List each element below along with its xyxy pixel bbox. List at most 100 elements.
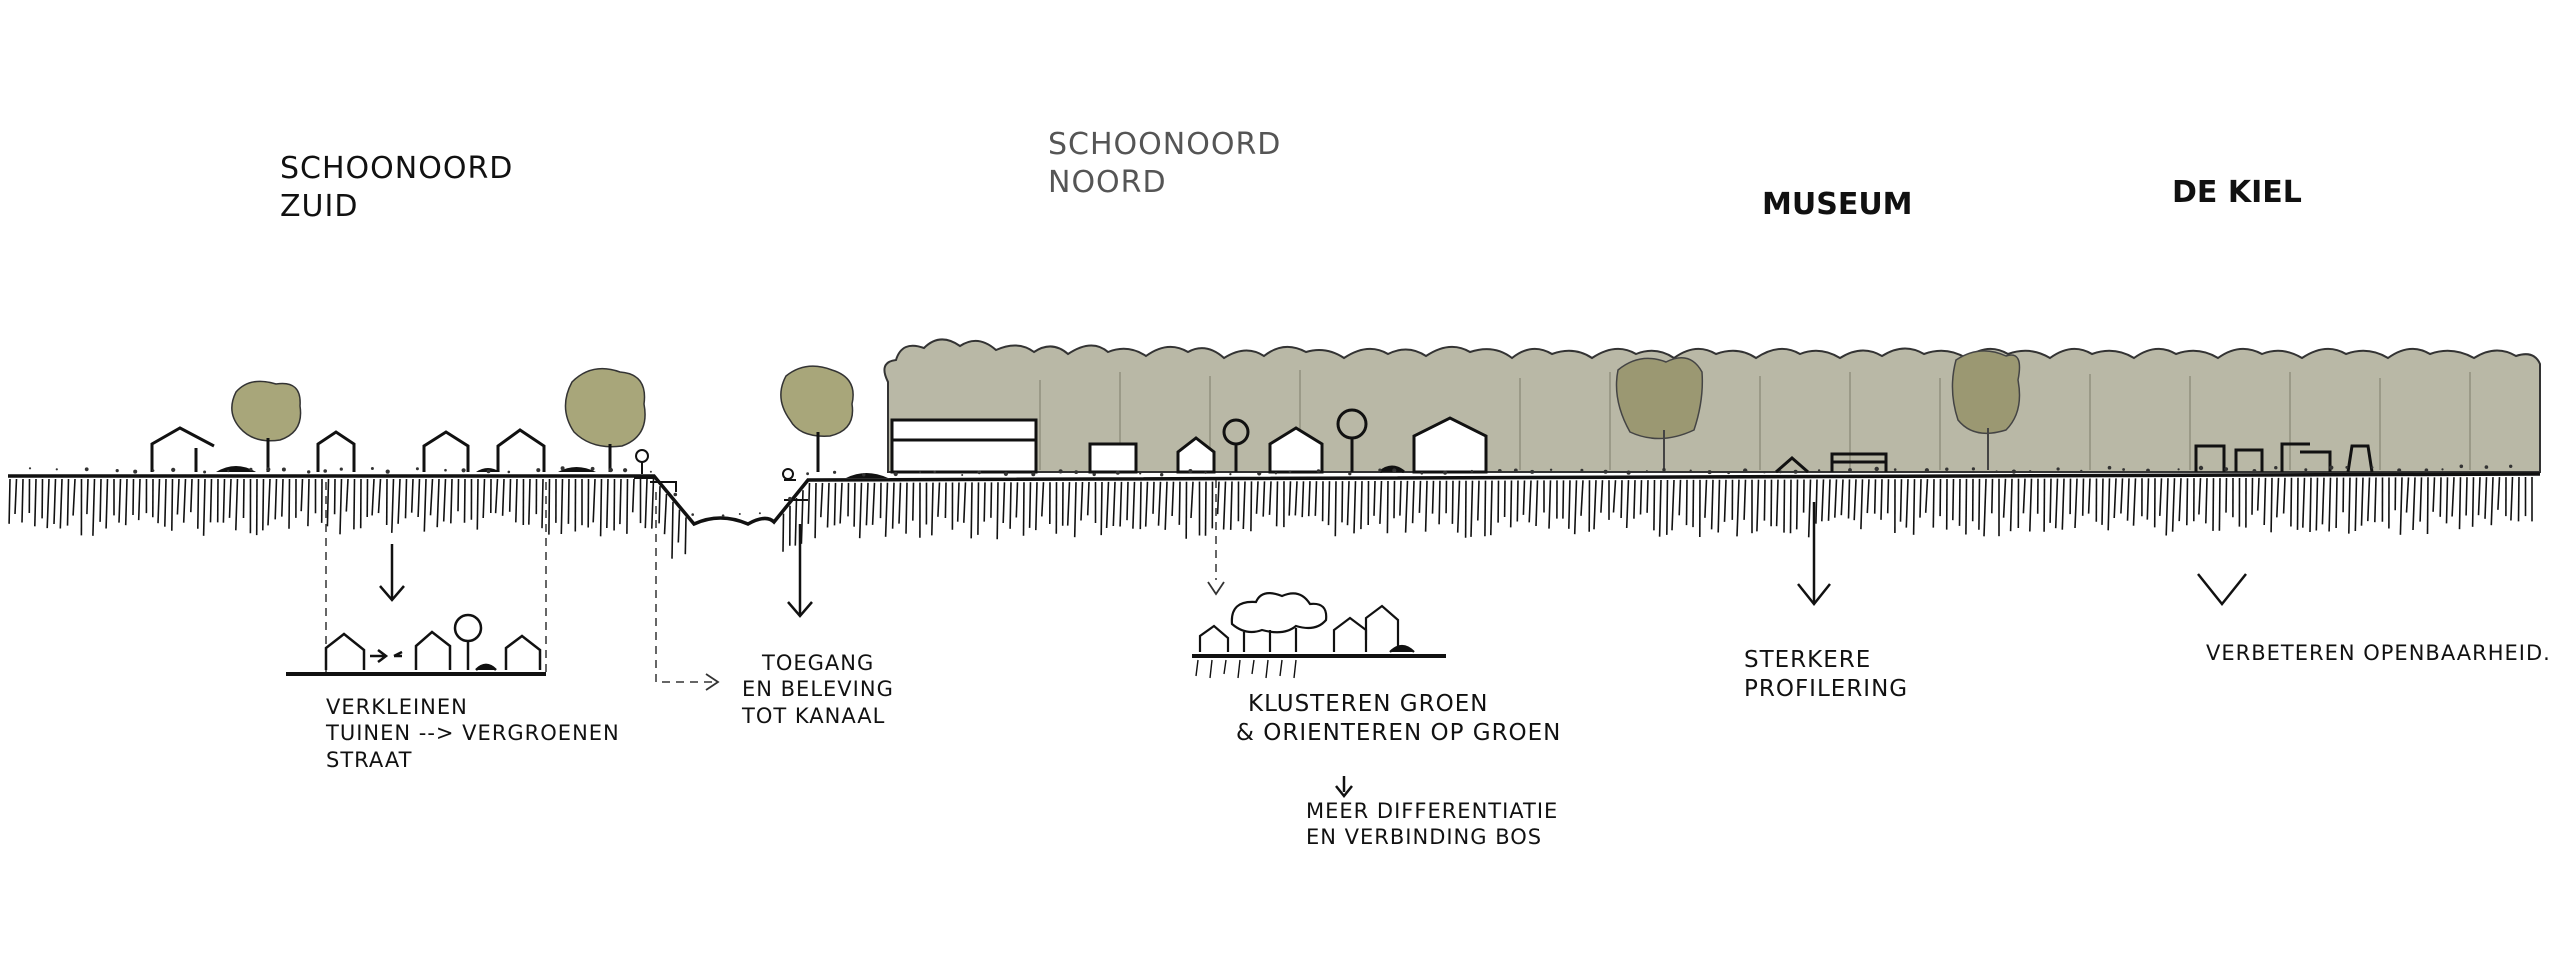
hatch-stroke [1789, 479, 1792, 534]
hatch-stroke [1905, 479, 1909, 528]
ground-dot [486, 469, 491, 474]
ground-dot [1092, 472, 1096, 477]
hatch-stroke [677, 509, 681, 543]
hatch-stroke [1912, 479, 1916, 535]
house [1176, 436, 1216, 474]
hatch-stroke [1080, 481, 1084, 521]
hatch-stroke [1190, 481, 1194, 519]
hatch-stroke [651, 478, 655, 529]
hatch-stroke [1880, 479, 1883, 520]
apartment-block [890, 418, 1038, 474]
hatch-stroke [1847, 479, 1851, 519]
ground-dot [536, 468, 541, 473]
hatch-stroke [1516, 480, 1519, 522]
hatch-stroke [1983, 478, 1987, 537]
ground-dot [1874, 466, 1879, 472]
hatch-stroke [2218, 478, 2221, 531]
ground-dot [1817, 469, 1821, 472]
hatch-stroke [1119, 481, 1123, 527]
district-label-schoonoord-zuid: SCHOONOORD ZUID [280, 150, 513, 225]
hatch-stroke [1573, 480, 1578, 535]
hatch-stroke [1353, 481, 1357, 534]
ground-dot [171, 467, 176, 472]
hatch-stroke [157, 478, 161, 524]
note-line: EN VERBINDING BOS [1306, 825, 1543, 850]
hatch-stroke [963, 482, 967, 523]
ground-dot [1003, 471, 1009, 476]
hatch-stroke [2022, 478, 2026, 514]
hatch-stroke [847, 482, 850, 517]
hatch-stroke [1334, 481, 1337, 537]
hatch-stroke [2178, 478, 2182, 522]
note-line: TOEGANG [762, 651, 875, 675]
house [422, 430, 470, 472]
hatch-stroke [1204, 481, 1207, 536]
ground-dot [893, 471, 898, 477]
hatch-stroke [879, 482, 882, 519]
hatch-stroke [86, 478, 89, 515]
hatch-stroke [2107, 478, 2111, 531]
hatch-stroke [1379, 480, 1383, 524]
hatch-stroke [1066, 482, 1071, 526]
hatch-stroke [2335, 477, 2338, 529]
hatch-stroke [242, 478, 245, 519]
district-line: SCHOONOORD [1048, 127, 1282, 162]
ground-dot [2029, 470, 2032, 473]
ground-dot [1378, 468, 1382, 472]
hatch-stroke [626, 478, 629, 534]
district-line: ZUID [280, 188, 359, 224]
hatch-stroke [1924, 479, 1929, 513]
hatch-stroke [404, 478, 408, 519]
hatch-stroke [417, 478, 421, 518]
zuid-scene [150, 365, 888, 481]
hatch-stroke [1952, 478, 1955, 521]
hatch-stroke [2354, 477, 2358, 532]
ground-dot [590, 466, 595, 471]
ground-dot [507, 470, 511, 474]
hatch-stroke [1535, 480, 1539, 527]
hatch-stroke [2484, 477, 2488, 519]
hatch-stroke [1710, 479, 1714, 530]
hatch-stroke [599, 478, 603, 537]
note-line: KLUSTEREN GROEN [1248, 691, 1489, 717]
ground-dot [1995, 470, 1998, 473]
ground-dot [1229, 473, 1232, 476]
ground-hatching [8, 476, 2533, 559]
hatch-stroke [1723, 479, 1727, 522]
dashed-connectors [325, 480, 1217, 683]
hatch-stroke [1775, 479, 1779, 527]
hatch-stroke [1009, 482, 1012, 529]
ground-line [8, 472, 2541, 527]
hatch-stroke [2159, 478, 2163, 516]
hatch-stroke [865, 482, 869, 526]
ground-dot [2371, 466, 2374, 469]
hatch-stroke [644, 478, 648, 529]
ground-dot [673, 492, 678, 497]
note-line: PROFILERING [1744, 675, 1909, 702]
ground-dot [2459, 464, 2464, 469]
ground-dot [133, 469, 138, 474]
hatch-stroke [1763, 479, 1766, 521]
hatch-stroke [2120, 478, 2124, 514]
hatch-stroke [66, 478, 70, 526]
hatch-stroke [1562, 480, 1565, 519]
ground-dot [2329, 465, 2334, 470]
ground-dot [339, 467, 343, 471]
hatch-stroke [14, 478, 18, 515]
hatch-stroke [2439, 477, 2442, 517]
hatch-stroke [2412, 477, 2416, 531]
hatch-stroke [1346, 481, 1350, 526]
ground-dot [788, 496, 792, 501]
hatch-stroke [46, 478, 50, 529]
hatch-stroke [853, 482, 856, 527]
hatch-stroke [2471, 477, 2475, 527]
ground-dot [2484, 465, 2489, 469]
hatch-stroke [2426, 477, 2429, 535]
hatch-stroke [171, 478, 174, 531]
hatch-stroke [807, 482, 811, 524]
note-line: TOT KANAAL [742, 703, 886, 728]
ground-dot [1707, 470, 1712, 475]
ground-dot [1626, 470, 1631, 475]
hatch-stroke [2251, 477, 2254, 515]
hatch-stroke [2374, 477, 2377, 523]
